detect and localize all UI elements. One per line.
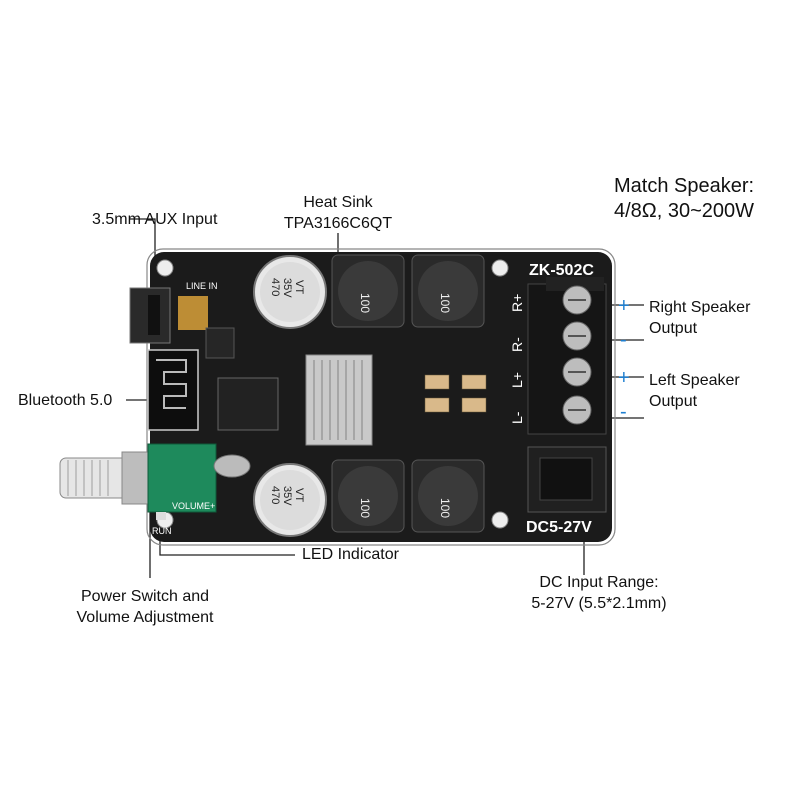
- right-plus-mark: +: [618, 295, 630, 317]
- board-dc-label: DC5-27V: [526, 519, 592, 536]
- left-minus-mark: -: [620, 401, 627, 423]
- capacitor-marking-bottom: 470 35V VT: [269, 486, 305, 506]
- capacitor-brand: VT: [293, 280, 305, 294]
- heat-sink: [305, 354, 373, 446]
- pcb-edge: [146, 248, 616, 546]
- bluetooth-ic: [217, 377, 279, 431]
- capacitor-marking-top: 470 35V VT: [269, 278, 305, 298]
- dc-input-title: DC Input Range:: [539, 574, 659, 591]
- left-speaker-title: Left Speaker: [649, 372, 740, 389]
- power-switch-label: Power Switch and Volume Adjustment: [50, 586, 240, 628]
- inductor-marking: 100: [438, 498, 452, 518]
- capacitor-bottom: [253, 463, 327, 537]
- match-speaker-label: Match Speaker: 4/8Ω, 30~200W: [614, 174, 754, 224]
- pcb: [150, 252, 612, 542]
- right-speaker-label: Right Speaker Output: [649, 297, 750, 339]
- mount-hole: [491, 511, 509, 529]
- mount-hole: [491, 259, 509, 277]
- dc-jack: [527, 446, 607, 513]
- capacitor-brand: VT: [293, 488, 305, 502]
- capacitor-rating: 470: [269, 486, 281, 504]
- right-minus-mark: -: [620, 329, 627, 351]
- match-speaker-spec: 4/8Ω, 30~200W: [614, 200, 755, 222]
- speaker-terminal-block: [527, 277, 607, 435]
- led: [156, 512, 166, 520]
- board-r-plus: R+: [509, 294, 525, 312]
- crystal: [213, 454, 251, 478]
- dc-input-label: DC Input Range: 5-27V (5.5*2.1mm): [504, 572, 694, 614]
- power-switch-title: Power Switch and: [80, 588, 210, 605]
- left-speaker-label: Left Speaker Output: [649, 370, 740, 412]
- left-speaker-sub: Output: [649, 393, 698, 410]
- board-run: RUN: [152, 526, 172, 536]
- small-ic: [205, 327, 235, 359]
- right-speaker-sub: Output: [649, 320, 698, 337]
- right-speaker-title: Right Speaker: [649, 299, 751, 316]
- bluetooth-antenna-trace: [156, 359, 187, 409]
- bluetooth-label: Bluetooth 5.0: [18, 392, 113, 409]
- left-plus-mark: +: [618, 367, 630, 389]
- power-switch-sub: Volume Adjustment: [76, 609, 214, 626]
- polarity-marks: + - + -: [618, 295, 630, 423]
- capacitor-voltage: 35V: [281, 278, 293, 298]
- bluetooth-module: [147, 349, 199, 431]
- capacitor-rating: 470: [269, 278, 281, 296]
- aux-input-label: 3.5mm AUX Input: [92, 211, 218, 228]
- led-indicator-label: LED Indicator: [302, 546, 399, 563]
- dc-input-range: 5-27V (5.5*2.1mm): [531, 595, 667, 612]
- inductors: [331, 254, 485, 533]
- board-line-in: LINE IN: [186, 281, 218, 291]
- board-model: ZK-502C: [529, 262, 594, 279]
- volume-potentiometer: [59, 443, 217, 513]
- inductor-marking: 100: [358, 498, 372, 518]
- aux-jack-opening: [148, 295, 160, 335]
- heat-sink-title: Heat Sink: [303, 194, 373, 211]
- board-l-plus: L+: [509, 372, 525, 388]
- capacitor-top: [253, 255, 327, 329]
- inductor-marking: 100: [358, 293, 372, 313]
- inductor-marking: 100: [438, 293, 452, 313]
- heat-sink-label: Heat Sink TPA3166C6QT: [268, 192, 408, 234]
- mount-hole: [156, 259, 174, 277]
- capacitor-voltage: 35V: [281, 486, 293, 506]
- match-speaker-title: Match Speaker:: [614, 175, 755, 197]
- board-l-minus: L-: [509, 411, 525, 424]
- board-volume: VOLUME+: [172, 501, 215, 511]
- line-in-header: [178, 296, 208, 330]
- smd-parts: [424, 374, 487, 413]
- heat-sink-chip: TPA3166C6QT: [283, 215, 393, 232]
- board-r-minus: R-: [509, 337, 525, 352]
